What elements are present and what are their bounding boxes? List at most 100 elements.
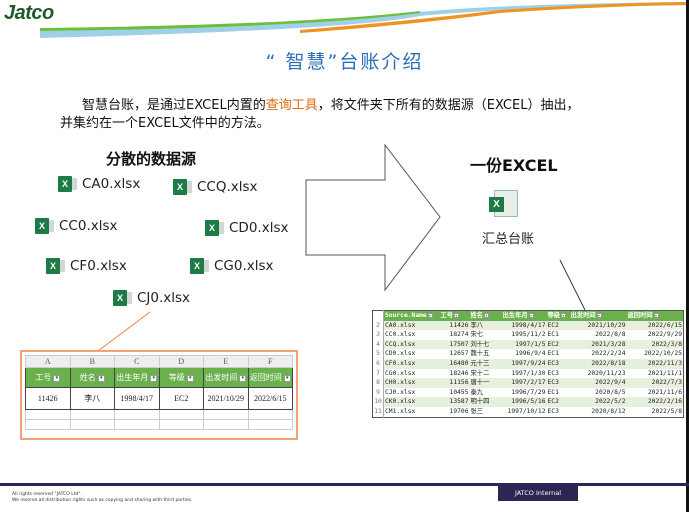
table-cell: 2022/5/8 — [651, 407, 682, 415]
table-cell: 16480 — [439, 358, 470, 369]
column-letter: D — [158, 355, 204, 368]
table-cell: 1997/9/24 — [501, 358, 547, 369]
intro-line-2: 并集约在一个EXCEL文件中的方法。 — [60, 116, 270, 131]
table-cell: 张三 — [470, 407, 484, 415]
table-cell: CJ0.xlsx — [385, 388, 416, 396]
table-cell: 2021/10/29 — [569, 320, 627, 331]
column-header[interactable]: 返回时间▾ — [626, 310, 684, 321]
table-cell: 2020/8/5 — [595, 388, 626, 396]
table-cell: 2020/11/23 — [587, 369, 626, 377]
column-header[interactable]: 等级▾ — [546, 310, 570, 321]
table-cell: 2022/6/15 — [247, 387, 293, 410]
table-cell: 17507 — [439, 339, 470, 350]
filter-dropdown-icon[interactable]: ▾ — [239, 374, 247, 382]
table-cell: EC2 — [546, 339, 570, 350]
table-cell: CG0.xlsx — [385, 369, 416, 377]
table-cell: 2022/8/8 — [595, 331, 626, 339]
column-letter: A — [25, 355, 71, 368]
filter-dropdown-icon[interactable]: ▾ — [484, 312, 490, 318]
table-cell: 19706 — [449, 407, 469, 415]
table-cell: 2021/11/6 — [647, 388, 682, 396]
table-cell: CH0.xlsx — [383, 378, 440, 388]
table-cell: 刘十七 — [469, 339, 502, 350]
table-cell: CD0.xlsx — [385, 350, 416, 358]
filter-dropdown-icon[interactable]: ▾ — [150, 374, 158, 382]
table-cell: EC3 — [546, 358, 570, 369]
table-cell: 魏十五 — [470, 350, 490, 358]
table-cell: 1998/4/17 — [114, 387, 160, 410]
excel-icon: X — [46, 258, 65, 274]
table-cell: 2022/2/16 — [626, 397, 684, 407]
filter-dropdown-icon[interactable]: ▾ — [561, 312, 567, 318]
table-cell: 1997/1/5 — [501, 339, 547, 350]
excel-icon: X — [113, 290, 132, 306]
column-header[interactable]: 出发时间▾ — [203, 367, 249, 388]
table-cell: 1997/10/12 — [507, 407, 546, 415]
table-cell: 2022/3/8 — [626, 339, 684, 350]
left-heading: 分散的数据源 — [106, 150, 197, 168]
column-header[interactable]: 工号▾ — [25, 367, 71, 388]
table-cell: 2021/3/28 — [569, 339, 627, 350]
column-header[interactable]: Source.Name▾ — [383, 310, 440, 321]
header-swoosh — [40, 2, 689, 38]
filter-dropdown-icon[interactable]: ▾ — [528, 312, 534, 318]
excel-icon: X — [173, 179, 192, 195]
table-cell: 1996/7/29 — [511, 388, 546, 396]
table-cell: CC0.xlsx — [385, 331, 416, 339]
table-cell: 明十四 — [469, 397, 502, 407]
table-cell: 18246 — [449, 369, 469, 377]
column-header[interactable]: 姓名▾ — [69, 367, 115, 388]
slide-title: “ 智慧”台账介绍 — [265, 51, 424, 73]
table-cell: CF0.xlsx — [383, 358, 440, 369]
table-cell: EC1 — [547, 350, 559, 358]
table-cell: 11426 — [439, 320, 470, 331]
column-header[interactable]: 工号▾ — [439, 310, 470, 321]
table-cell: 唐十一 — [469, 378, 502, 388]
filter-dropdown-icon[interactable]: ▾ — [97, 374, 105, 382]
right-heading: 一份EXCEL — [470, 156, 558, 175]
column-letter: C — [114, 355, 160, 368]
column-letter: F — [247, 355, 293, 368]
jatco-logo: Jatco — [4, 2, 54, 24]
filter-dropdown-icon[interactable]: ▾ — [53, 374, 61, 382]
table-cell: EC2 — [158, 387, 204, 410]
filter-dropdown-icon[interactable]: ▾ — [596, 312, 602, 318]
table-cell: EC2 — [546, 320, 570, 331]
filter-dropdown-icon[interactable]: ▾ — [653, 312, 659, 318]
filter-dropdown-icon[interactable]: ▾ — [454, 312, 460, 318]
table-cell: 1997/2/17 — [501, 378, 547, 388]
excel-icon: X — [205, 220, 224, 236]
filter-dropdown-icon[interactable]: ▾ — [186, 374, 194, 382]
right-edge — [686, 0, 689, 512]
table-cell: 元十三 — [469, 358, 502, 369]
column-header[interactable]: 返回时间▾ — [247, 367, 293, 388]
table-cell: 18274 — [449, 331, 469, 339]
table-cell: EC1 — [547, 331, 559, 339]
column-header[interactable]: 姓名▾ — [469, 310, 502, 321]
filter-dropdown-icon[interactable]: ▾ — [283, 374, 291, 382]
column-header[interactable]: 等级▾ — [158, 367, 204, 388]
table-cell: EC2 — [546, 397, 570, 407]
table-cell: 秦九 — [470, 388, 484, 396]
table-cell: 李八 — [69, 387, 115, 410]
excel-icon: X — [35, 218, 54, 234]
classification-badge: JATCO Internal — [498, 486, 578, 501]
filter-dropdown-icon[interactable]: ▾ — [427, 312, 433, 318]
column-header[interactable]: 出发时间▾ — [569, 310, 627, 321]
column-header[interactable]: 出生年月▾ — [501, 310, 547, 321]
column-header[interactable]: 出生年月▾ — [114, 367, 160, 388]
